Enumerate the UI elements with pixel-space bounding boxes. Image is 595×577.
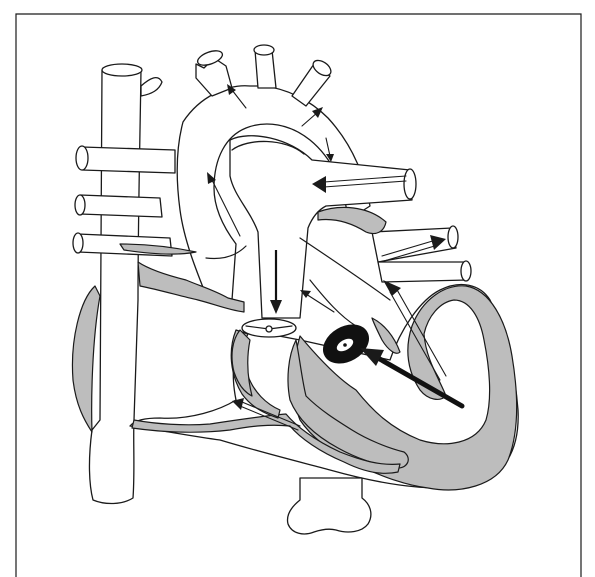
pulmonary-trunk — [230, 136, 416, 318]
left-atrium-wall — [318, 207, 386, 233]
ventricles — [130, 285, 518, 534]
mitral-leaflet — [372, 318, 400, 353]
right-atrium-wall — [72, 286, 100, 432]
